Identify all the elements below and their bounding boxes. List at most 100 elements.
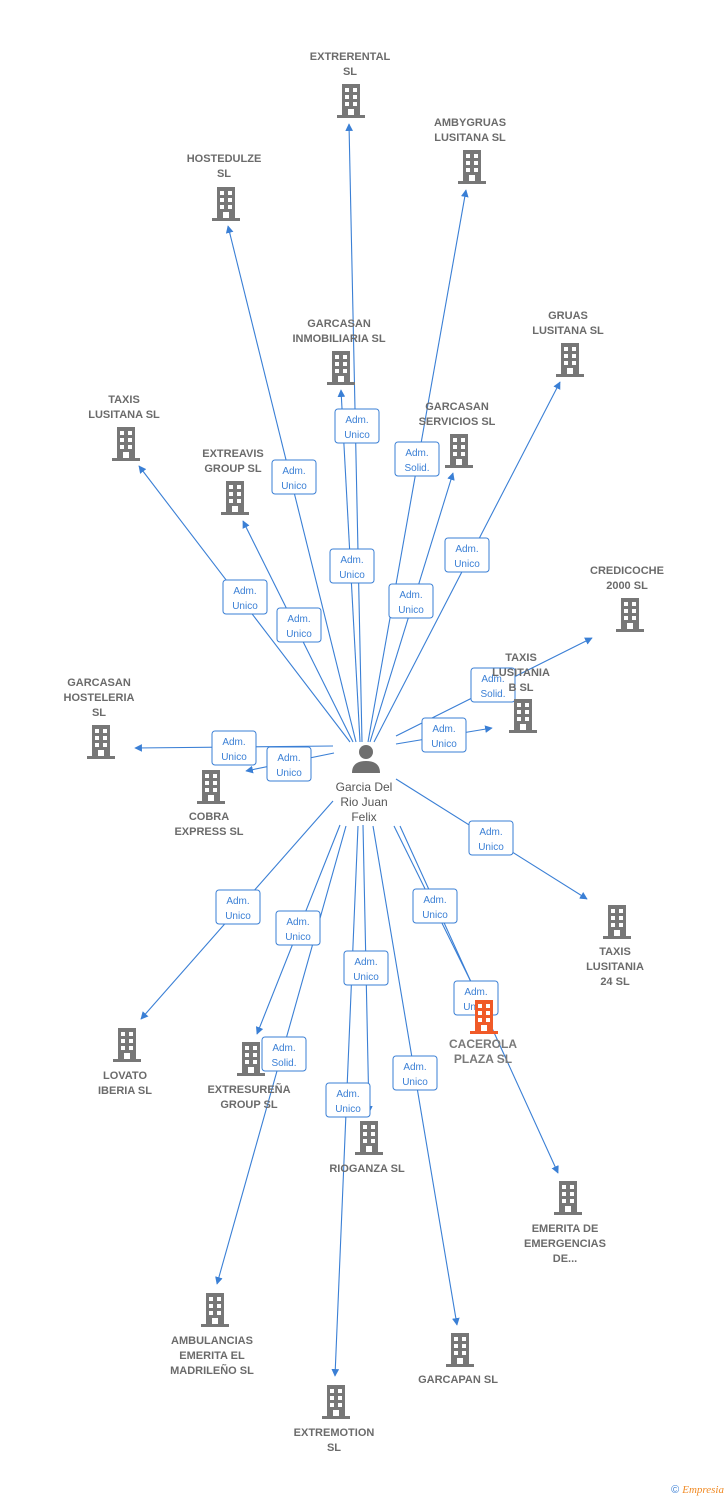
role-label-credicoche[interactable]: Adm.Solid. — [470, 667, 516, 703]
building-icon — [112, 427, 140, 461]
role-label-gruas-lusitana[interactable]: Adm.Unico — [444, 537, 490, 573]
brand-logo[interactable]: Empresia — [682, 1484, 724, 1496]
role-text: Unico — [276, 768, 302, 779]
center-person-node[interactable]: Garcia Del Rio Juan Felix — [336, 745, 393, 824]
company-label: SL — [327, 1442, 341, 1454]
company-node-extresurena[interactable]: EXTRESUREÑA GROUP SL — [207, 1042, 291, 1111]
company-label: HOSTELERIA — [64, 692, 135, 704]
role-label-extreavis[interactable]: Adm.Unico — [276, 607, 322, 643]
role-text: Adm. — [233, 586, 256, 597]
role-text: Adm. — [455, 544, 478, 555]
role-label-garcasan-inmobiliaria[interactable]: Adm.Unico — [329, 548, 375, 584]
role-box — [275, 910, 321, 946]
company-node-ambygruas[interactable]: AMBYGRUAS LUSITANA SL — [434, 117, 506, 184]
company-node-rioganza[interactable]: RIOGANZA SL — [329, 1121, 405, 1175]
role-label-cacerola-plaza[interactable]: Adm.Unico — [412, 888, 458, 924]
building-icon — [446, 1333, 474, 1367]
building-icon — [201, 1293, 229, 1327]
building-icon — [87, 725, 115, 759]
company-label: HOSTEDULZE — [187, 153, 262, 165]
role-label-extrerental[interactable]: Adm.Unico — [334, 408, 380, 444]
role-label-hostedulze[interactable]: Adm. Unico — [271, 459, 317, 495]
role-box — [388, 583, 434, 619]
role-text: Unico — [285, 932, 311, 943]
person-icon — [352, 745, 380, 773]
role-box — [468, 820, 514, 856]
role-label-ambulancias[interactable]: Adm.Solid. — [261, 1036, 307, 1072]
role-box — [334, 408, 380, 444]
role-box — [266, 746, 312, 782]
company-label: LUSITANIA — [586, 961, 644, 973]
company-label: LUSITANA SL — [434, 132, 506, 144]
role-label-rioganza[interactable]: Adm.Unico — [343, 950, 389, 986]
role-text: Solid. — [404, 463, 429, 474]
company-label: COBRA — [189, 811, 229, 823]
company-label: EMERITA DE — [532, 1223, 599, 1235]
company-label: RIOGANZA SL — [329, 1163, 405, 1175]
role-text: Unico — [478, 842, 504, 853]
role-label-taxis-lusitana[interactable]: Adm.Unico — [222, 579, 268, 615]
company-node-garcapan[interactable]: GARCAPAN SL — [418, 1333, 498, 1386]
company-label: EXTRESUREÑA — [207, 1083, 290, 1096]
company-label: AMBYGRUAS — [434, 117, 506, 129]
company-label: GROUP SL — [220, 1099, 278, 1111]
role-box — [325, 1082, 371, 1118]
building-icon — [458, 150, 486, 184]
role-box — [343, 950, 389, 986]
role-box — [271, 459, 317, 495]
role-text: Adm. — [282, 466, 305, 477]
company-label: TAXIS — [505, 652, 537, 664]
role-label-taxis-lusitania-24[interactable]: Adm.Unico — [468, 820, 514, 856]
role-text: Adm. — [340, 555, 363, 566]
role-text: Unico — [431, 739, 457, 750]
company-label: CACEROLA — [449, 1037, 517, 1051]
company-label: B SL — [508, 682, 533, 694]
role-label-extresurena[interactable]: Adm.Unico — [275, 910, 321, 946]
building-icon — [212, 187, 240, 221]
role-text: Adm. — [423, 895, 446, 906]
company-label: SL — [92, 707, 106, 719]
company-node-cobra-express[interactable]: COBRA EXPRESS SL — [174, 770, 244, 838]
role-label-ambygruas[interactable]: Adm.Solid. — [394, 441, 440, 477]
company-node-garcasan-inmobiliaria[interactable]: GARCASAN INMOBILIARIA SL — [292, 318, 386, 385]
company-label: 2000 SL — [606, 580, 648, 592]
role-text: Unico — [402, 1077, 428, 1088]
role-text: Adm. — [432, 724, 455, 735]
role-label-garcasan-servicios[interactable]: Adm.Unico — [388, 583, 434, 619]
company-label: SERVICIOS SL — [419, 416, 496, 428]
role-label-cobra-express[interactable]: Adm.Unico — [266, 746, 312, 782]
role-box — [215, 889, 261, 925]
role-label-extremotion[interactable]: Adm.Unico — [325, 1082, 371, 1118]
role-label-lovato-iberia[interactable]: Adm.Unico — [215, 889, 261, 925]
company-node-emerita[interactable]: EMERITA DEEMERGENCIASDE... — [524, 1181, 606, 1265]
role-label-taxis-lusitania-b[interactable]: Adm. Unico — [421, 717, 467, 753]
company-label: INMOBILIARIA SL — [292, 333, 385, 345]
role-text: Unico — [353, 972, 379, 983]
building-icon — [554, 1181, 582, 1215]
role-text: Unico — [335, 1104, 361, 1115]
role-text: Unico — [281, 481, 307, 492]
role-label-garcapan[interactable]: Adm.Unico — [392, 1055, 438, 1091]
company-label: TAXIS — [108, 394, 140, 406]
role-label-garcasan-hosteleria[interactable]: Adm.Unico — [211, 730, 257, 766]
company-label: EXPRESS SL — [174, 826, 243, 838]
company-label: EMERITA EL — [179, 1350, 245, 1362]
company-label: GARCAPAN SL — [418, 1374, 498, 1386]
company-label: GARCASAN — [307, 318, 371, 330]
role-box — [470, 667, 516, 703]
